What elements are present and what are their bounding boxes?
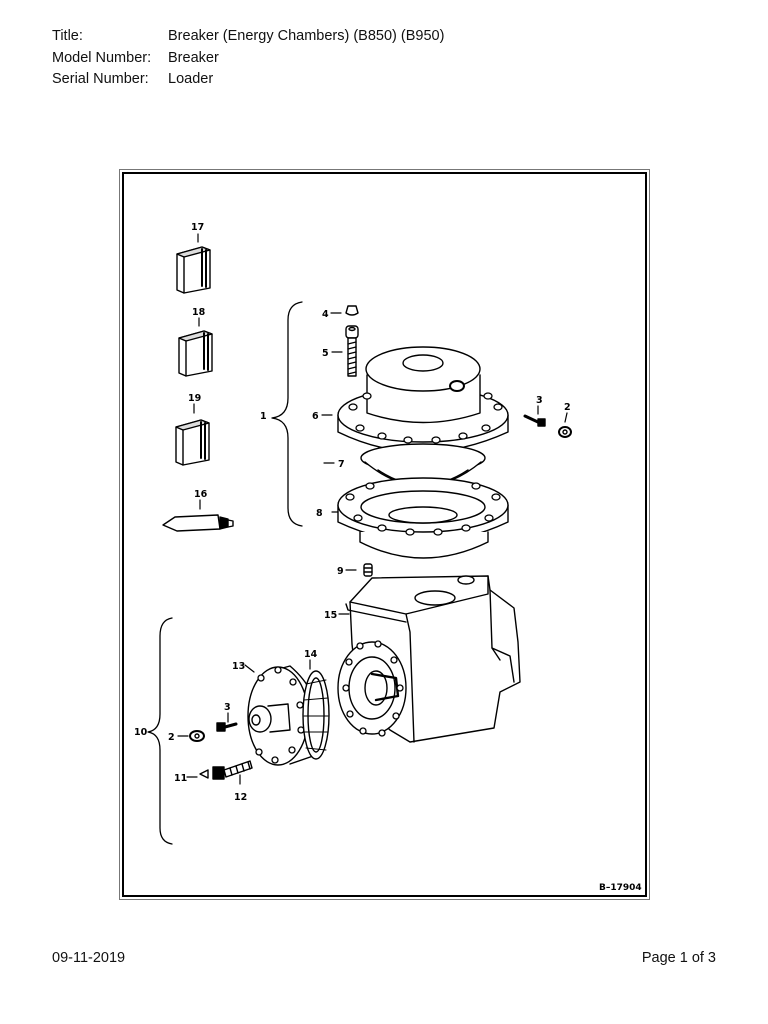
part-19-drawing: [175, 419, 210, 466]
callout-17: 17: [191, 222, 204, 233]
callout-5: 5: [322, 348, 329, 359]
callout-7: 7: [338, 459, 345, 470]
assembly-10-brace: [147, 617, 173, 845]
footer-date: 09-11-2019: [52, 950, 126, 966]
model-number-value: Breaker: [168, 49, 219, 66]
callout-13: 13: [232, 661, 245, 672]
callout-3-upper: 3: [536, 395, 543, 406]
part-15-drawing: [337, 575, 521, 743]
callout-11: 11: [174, 773, 187, 784]
part-5-drawing: [345, 325, 359, 377]
callout-2-upper: 2: [564, 402, 571, 413]
parts-diagram-frame: 17 18 19 16 4 5 1 6 7 8 9 15 3 2 13 14 1…: [119, 169, 650, 900]
callout-10: 10: [134, 727, 148, 738]
part-3-lower-drawing: [216, 722, 238, 732]
part-12-drawing: [212, 760, 253, 780]
document-header: Title: Breaker (Energy Chambers) (B850) …: [52, 26, 444, 91]
callout-9: 9: [337, 566, 344, 577]
callout-4: 4: [322, 309, 329, 320]
callout-18: 18: [192, 307, 206, 318]
part-9-drawing: [363, 563, 373, 577]
part-16-drawing: [162, 514, 234, 532]
callout-6: 6: [312, 411, 319, 422]
serial-number-label: Serial Number:: [52, 71, 149, 87]
page-indicator: Page 1 of 3: [641, 950, 716, 966]
title-value: Breaker (Energy Chambers) (B850) (B950): [168, 28, 445, 44]
callout-16: 16: [194, 489, 208, 500]
part-11-drawing: [199, 769, 209, 779]
callout-15: 15: [324, 610, 337, 621]
callout-3-lower: 3: [224, 702, 231, 713]
part-14-drawing: [302, 670, 330, 760]
assembly-1-brace: [271, 301, 303, 527]
serial-number-row: Serial Number: Loader: [52, 69, 444, 91]
title-row: Title: Breaker (Energy Chambers) (B850) …: [52, 26, 444, 48]
model-number-row: Model Number: Breaker: [52, 48, 444, 70]
parts-diagram-border: [122, 172, 647, 897]
callout-12: 12: [234, 792, 247, 803]
serial-number-value: Loader: [168, 71, 214, 87]
part-4-drawing: [345, 305, 359, 316]
part-2-upper-drawing: [558, 426, 572, 438]
parts-diagram: 17 18 19 16 4 5 1 6 7 8 9 15 3 2 13 14 1…: [134, 222, 642, 893]
part-3-upper-drawing: [523, 414, 546, 427]
title-label: Title:: [52, 28, 83, 44]
figure-code: B–17904: [599, 883, 642, 893]
part-8-drawing: [337, 477, 509, 559]
part-6-drawing: [337, 346, 509, 453]
part-18-drawing: [178, 330, 213, 377]
callout-labels: 17 18 19 16 4 5 1 6 7 8 9 15 3 2 13 14 1…: [134, 222, 642, 893]
callout-19: 19: [188, 393, 201, 404]
model-number-label: Model Number:: [52, 49, 152, 66]
callout-2-lower: 2: [168, 732, 175, 743]
callout-1: 1: [260, 411, 267, 422]
callout-14: 14: [304, 649, 318, 660]
callout-8: 8: [316, 508, 323, 519]
part-2-lower-drawing: [189, 730, 205, 742]
part-17-drawing: [176, 246, 211, 294]
